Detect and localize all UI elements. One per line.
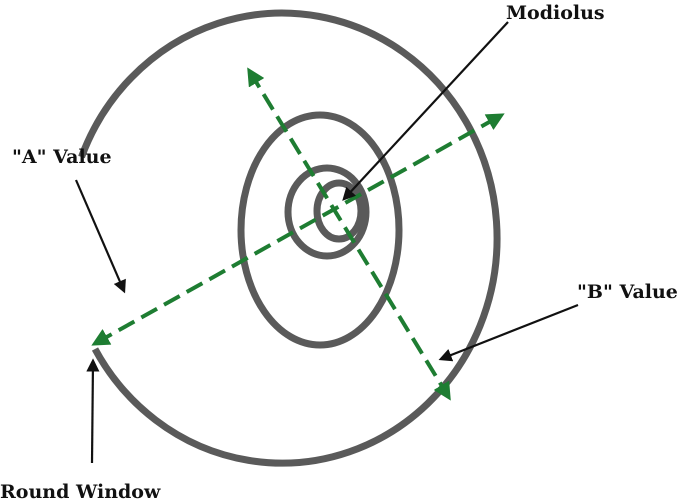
a-value-pointer xyxy=(74,179,126,294)
cochlear-spiral xyxy=(78,9,501,467)
a-value-label: "A" Value xyxy=(12,146,112,168)
b-value-line xyxy=(247,67,451,401)
b-value-label: "B" Value xyxy=(577,281,678,303)
b-value-pointer xyxy=(438,303,579,362)
modiolus-label: Modiolus xyxy=(506,2,605,24)
pointer-arrows xyxy=(74,21,579,464)
modiolus-pointer xyxy=(342,21,509,201)
round-window-label: Round Window xyxy=(0,481,161,503)
measurement-lines xyxy=(91,67,505,401)
round-window-pointer xyxy=(86,358,100,464)
spiral-outer-turn xyxy=(78,9,501,467)
